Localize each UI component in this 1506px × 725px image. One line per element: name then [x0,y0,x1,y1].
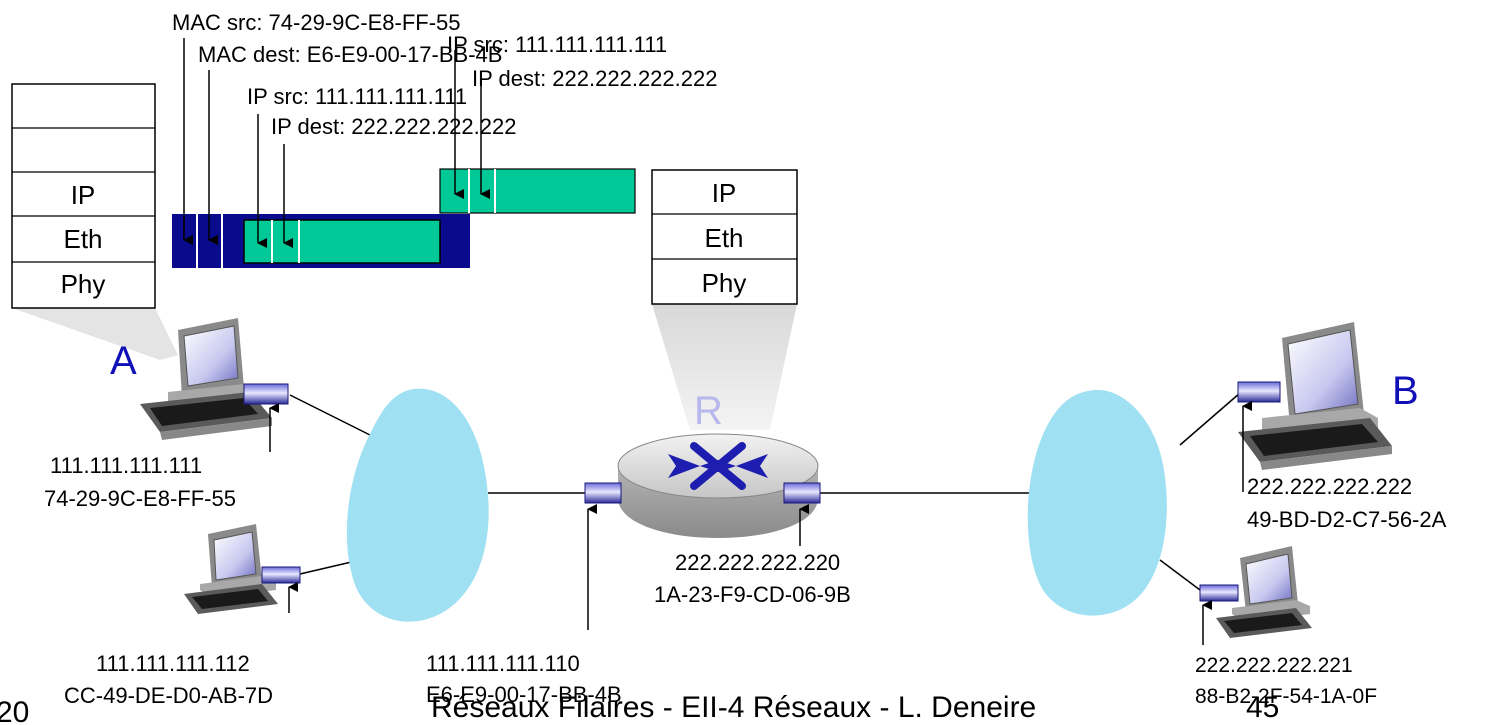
host-b-ip-address: 222.222.222.222 [1247,474,1412,499]
footer-course-title: Réseaux Filaires - EII-4 Réseaux - L. De… [431,691,1036,724]
router-letter: R [694,389,723,433]
ip-dest-outer-label: IP dest: 222.222.222.222 [472,66,717,91]
host-b2-computer-icon [1216,546,1312,638]
router-right-mac-address: 1A-23-F9-CD-06-9B [654,582,851,607]
router-left-nic [584,482,622,504]
router-stack-ip-layer: IP [712,178,737,208]
network-links [289,392,1241,591]
router-stack-eth-layer: Eth [704,223,743,253]
host-b2-mac-address: 88-B2-2F-54-1A-0F [1195,685,1377,708]
host-b-computer-icon [1238,322,1392,470]
host-a-nic [243,383,289,405]
router-stack-zoom-wedge [652,304,797,430]
host-a2-nic [261,566,301,584]
router-icon [617,433,819,538]
host-b2-ip-address: 222.222.222.221 [1195,654,1353,677]
router-right-nic [783,482,821,504]
ethernet-frame [172,214,470,268]
header-field-pointers [183,38,490,248]
ip-datagram [439,168,636,214]
right-subnet-cloud [1027,389,1167,616]
mac-dest-label: MAC dest: E6-E9-00-17-BB-4B [198,42,502,67]
host-stack-eth-layer: Eth [63,224,102,254]
host-a2-computer-icon [184,524,278,614]
encapsulated-ip-datagram [243,219,441,264]
router-protocol-stack: IP Eth Phy [651,169,798,305]
host-protocol-stack: IP Eth Phy [11,83,156,309]
host-b-letter: B [1392,369,1419,413]
ip-src-outer-label: IP src: 111.111.111.111 [447,32,667,57]
host-a-mac-address: 74-29-9C-E8-FF-55 [44,486,236,511]
host-a-letter: A [110,339,137,383]
host-b2-nic [1199,584,1239,602]
router-stack-phy-layer: Phy [702,268,747,298]
host-b-mac-address: 49-BD-D2-C7-56-2A [1247,507,1447,532]
router-left-mac-address: E6-E9-00-17-BB-4B [426,682,622,707]
host-b-nic [1237,381,1281,403]
host-stack-ip-layer: IP [71,180,96,210]
ip-dest-inner-label: IP dest: 222.222.222.222 [271,114,516,139]
host-stack-phy-layer: Phy [61,269,106,299]
left-subnet-cloud [346,388,489,622]
host-a-ip-address: 111.111.111.111 [50,453,202,478]
router-right-ip-address: 222.222.222.220 [675,550,840,575]
host-a2-ip-address: 111.111.111.112 [96,651,250,676]
host-a-computer-icon [140,318,272,440]
footer-year: 20 [0,696,29,725]
footer-page-number: 45 [1246,691,1279,724]
router-left-ip-address: 111.111.111.110 [426,651,580,676]
mac-src-label: MAC src: 74-29-9C-E8-FF-55 [172,10,461,35]
ip-src-inner-label: IP src: 111.111.111.111 [247,84,467,109]
host-stack-zoom-wedge [12,308,178,360]
host-a2-mac-address: CC-49-DE-D0-AB-7D [64,683,273,708]
